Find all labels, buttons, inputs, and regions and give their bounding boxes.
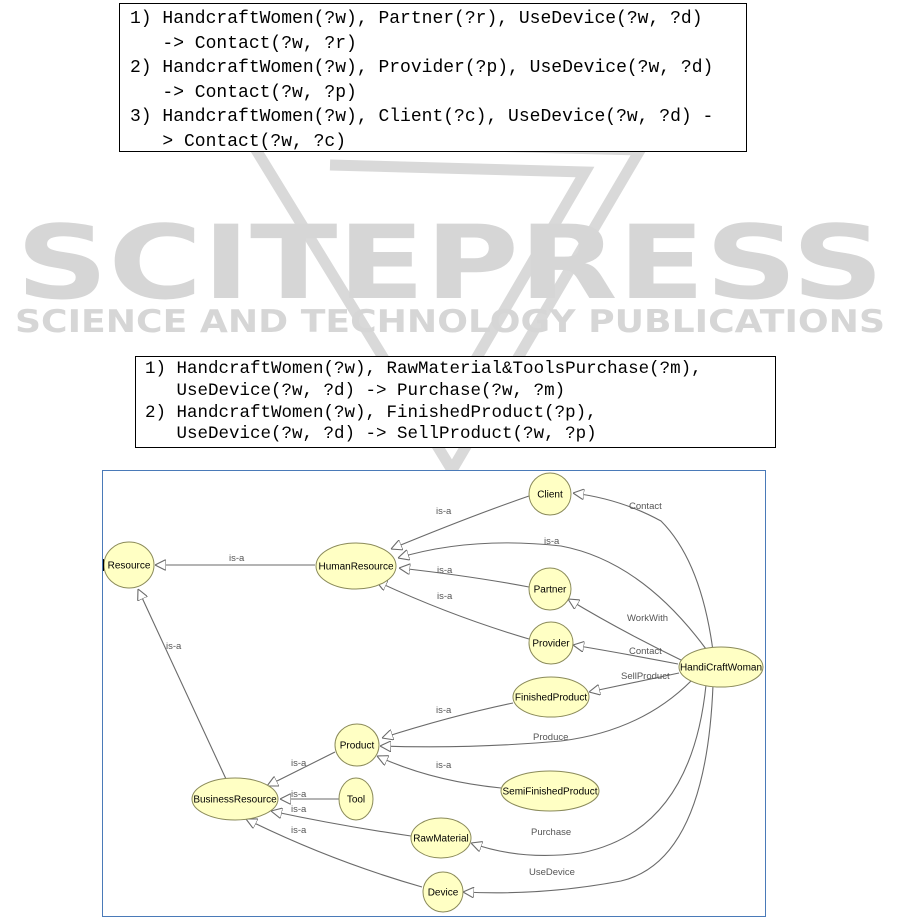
rule-line: UseDevice(?w, ?d) -> Purchase(?w, ?m) <box>145 380 566 401</box>
edge-label-is-a: is-a <box>544 536 560 547</box>
ontology-graph: is-a is-a is-a is-a is-a is-a is-a is-a … <box>103 472 764 913</box>
node-label: Client <box>537 490 563 501</box>
node-businessresource: BusinessResource <box>191 777 279 821</box>
edge-label-contact: Contact <box>629 646 662 657</box>
edge-device-isa-businessresource <box>246 819 423 888</box>
contact-rules-box: 1) HandcraftWomen(?w), Partner(?r), UseD… <box>119 3 747 152</box>
edge-label-is-a: is-a <box>437 591 453 602</box>
rule-line: 1) HandcraftWomen(?w), Partner(?r), UseD… <box>130 9 703 29</box>
edge-handicraftwoman-isa-humanresource <box>398 542 707 650</box>
edge-label-is-a: is-a <box>291 758 307 769</box>
node-device: Device <box>422 871 464 913</box>
node-label: Tool <box>347 795 365 806</box>
rule-line: > Contact(?w, ?c) <box>130 131 347 152</box>
edge-rawmaterial-isa-businessresource <box>271 811 412 837</box>
edge-purchase-rawmaterial <box>471 684 707 856</box>
node-label: Device <box>428 888 459 899</box>
edge-provider-isa-humanresource <box>376 581 530 640</box>
edge-label-purchase: Purchase <box>531 827 571 838</box>
edge-workwith-partner <box>568 599 684 662</box>
node-provider: Provider <box>528 621 574 665</box>
node-handicraftwoman: HandiCraftWoman <box>678 646 764 688</box>
edge-label-sellproduct: SellProduct <box>621 671 670 682</box>
node-resource: Resource <box>103 541 155 589</box>
edge-businessresource-isa-resource <box>138 589 227 780</box>
edge-label-is-a: is-a <box>291 789 307 800</box>
edge-label-is-a: is-a <box>436 506 452 517</box>
edge-label-produce: Produce <box>533 732 568 743</box>
edge-sellproduct-finishedproduct <box>589 672 680 692</box>
node-client: Client <box>528 472 572 516</box>
node-label: Partner <box>534 585 567 596</box>
edge-label-usedevice: UseDevice <box>529 867 575 878</box>
node-label: HumanResource <box>318 562 393 573</box>
edge-label-is-a: is-a <box>436 760 452 771</box>
edge-label-is-a: is-a <box>229 553 245 564</box>
rule-line: 2) HandcraftWomen(?w), FinishedProduct(?… <box>145 402 597 423</box>
edge-product-isa-businessresource <box>267 751 336 786</box>
node-product: Product <box>334 723 380 767</box>
rule-line: 3) HandcraftWomen(?w), Client(?c), UseDe… <box>130 107 714 127</box>
watermark-subtitle: SCIENCE AND TECHNOLOGY PUBLICATIONS <box>15 304 885 340</box>
node-tool: Tool <box>338 777 374 821</box>
node-partner: Partner <box>528 567 572 611</box>
rule-line: 2) HandcraftWomen(?w), Provider(?p), Use… <box>130 58 714 78</box>
rule-line: UseDevice(?w, ?d) -> SellProduct(?w, ?p) <box>145 424 597 445</box>
rule-line: -> Contact(?w, ?r) <box>130 33 357 54</box>
edge-semifinishedproduct-isa-product <box>377 756 502 789</box>
edge-label-is-a: is-a <box>436 705 452 716</box>
edge-finishedproduct-isa-product <box>382 702 514 738</box>
rule-line: 1) HandcraftWomen(?w), RawMaterial&Tools… <box>145 359 702 379</box>
node-label: FinishedProduct <box>515 693 587 704</box>
node-label: Resource <box>108 561 151 572</box>
node-semifinishedproduct: SemiFinishedProduct <box>500 770 600 812</box>
edge-contact-client <box>573 493 714 652</box>
node-label: SemiFinishedProduct <box>502 787 597 798</box>
edge-label-is-a: is-a <box>291 804 307 815</box>
edge-contact-provider <box>573 645 679 665</box>
node-label: HandiCraftWoman <box>680 663 762 674</box>
edge-produce-product <box>380 680 692 747</box>
edge-partner-isa-humanresource <box>399 568 530 588</box>
edge-label-is-a: is-a <box>166 641 182 652</box>
edge-usedevice-device <box>463 684 714 893</box>
edge-label-workwith: WorkWith <box>627 613 668 624</box>
node-label: Product <box>340 741 375 752</box>
purchase-rules-box: 1) HandcraftWomen(?w), RawMaterial&Tools… <box>135 356 776 448</box>
node-label: BusinessResource <box>193 795 277 806</box>
node-label: Provider <box>532 639 570 650</box>
node-label: RawMaterial <box>413 834 469 845</box>
ontology-graph-frame: is-a is-a is-a is-a is-a is-a is-a is-a … <box>102 470 766 917</box>
edge-client-isa-humanresource <box>391 495 530 549</box>
edge-label-is-a: is-a <box>437 565 453 576</box>
edge-label-contact: Contact <box>629 501 662 512</box>
node-humanresource: HumanResource <box>315 542 397 590</box>
node-rawmaterial: RawMaterial <box>410 817 472 859</box>
edge-label-is-a: is-a <box>291 825 307 836</box>
rule-line: -> Contact(?w, ?p) <box>130 82 357 103</box>
watermark-title: SCITEPRESS <box>16 204 884 323</box>
node-finishedproduct: FinishedProduct <box>512 676 590 718</box>
